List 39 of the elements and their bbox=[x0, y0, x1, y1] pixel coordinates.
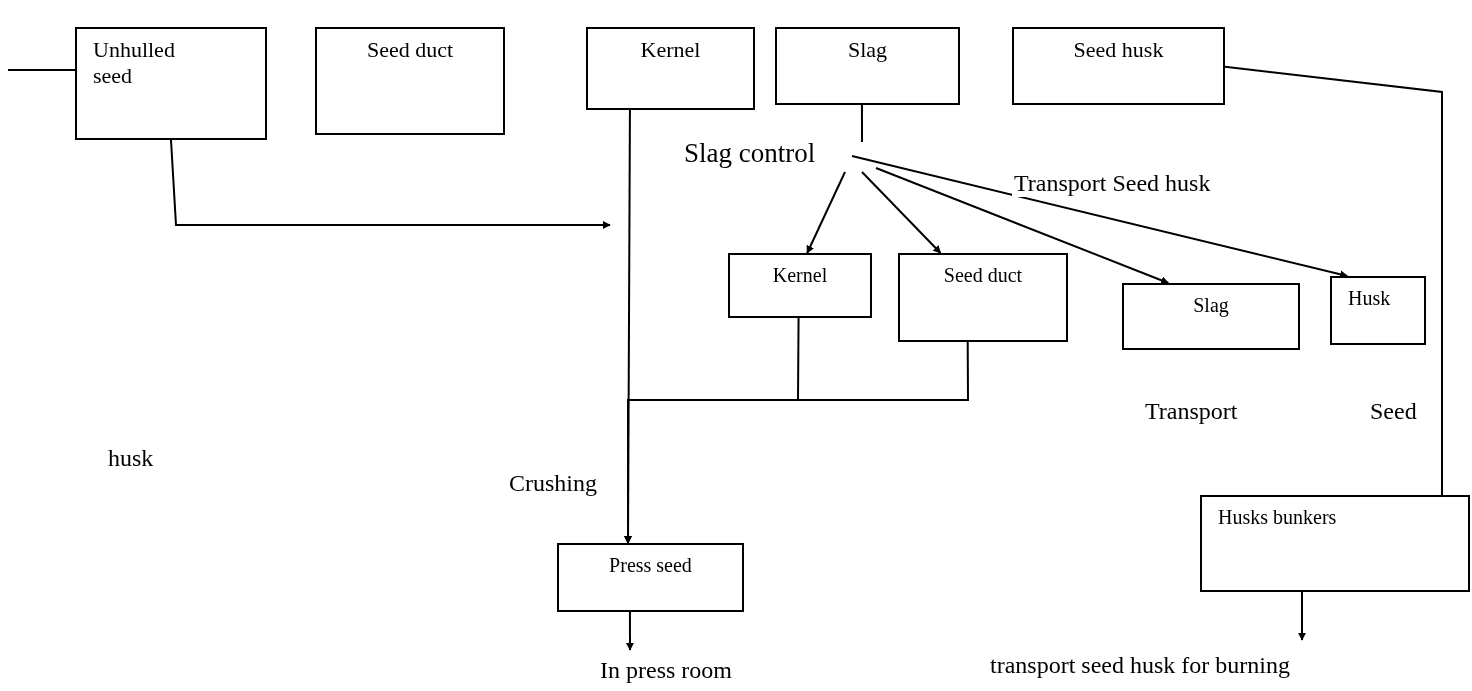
process-box bbox=[898, 253, 1068, 342]
note-text: Transport bbox=[1145, 398, 1238, 425]
node-label: transport seed husk for burning bbox=[990, 650, 1290, 680]
process-box bbox=[1122, 283, 1300, 350]
process-box bbox=[1012, 27, 1225, 105]
arrow bbox=[806, 171, 846, 254]
node-label: Slag bbox=[847, 37, 888, 64]
note-text: husk bbox=[108, 445, 154, 472]
node-label: Slag bbox=[1193, 293, 1229, 317]
arrow bbox=[861, 171, 942, 254]
node-label: Seed duct bbox=[366, 37, 454, 64]
process-box bbox=[557, 543, 744, 612]
node-label: Unhulled seed bbox=[93, 37, 176, 90]
node-label: Kernel bbox=[772, 263, 828, 287]
node-label: Kernel bbox=[640, 37, 701, 64]
connector-line bbox=[7, 68, 76, 71]
node-label: Seed husk bbox=[1073, 37, 1164, 64]
arrow bbox=[875, 167, 1170, 285]
node-label: Husks bunkers bbox=[1218, 505, 1337, 529]
node-label: Seed duct bbox=[943, 263, 1023, 287]
process-box bbox=[586, 27, 755, 110]
node-label: Husk bbox=[1348, 286, 1391, 310]
connector-line bbox=[860, 104, 863, 143]
process-box bbox=[728, 253, 872, 318]
arrow bbox=[170, 139, 611, 229]
process-box bbox=[1200, 495, 1470, 592]
note-text: Seed bbox=[1370, 398, 1417, 425]
arrow bbox=[624, 341, 969, 544]
arrow bbox=[851, 155, 1349, 279]
arrow bbox=[1298, 591, 1306, 641]
node-label: Slag control bbox=[684, 136, 817, 170]
node-label: In press room bbox=[600, 655, 733, 685]
process-box bbox=[315, 27, 505, 135]
process-box bbox=[775, 27, 960, 105]
process-box bbox=[75, 27, 267, 140]
arrow bbox=[626, 611, 634, 651]
node-label: Press seed bbox=[609, 553, 692, 577]
connector-line bbox=[1224, 65, 1443, 496]
process-box bbox=[1330, 276, 1426, 345]
